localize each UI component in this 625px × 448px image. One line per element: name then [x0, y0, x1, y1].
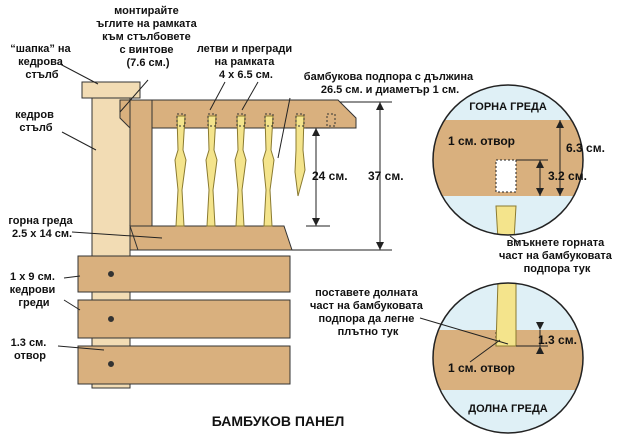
- detail-top-header: ГОРНА ГРЕДА: [469, 101, 547, 113]
- bamboo-stick: [262, 115, 275, 227]
- screw-hole: [108, 271, 114, 277]
- screw-hole: [108, 361, 114, 367]
- detail-bottom-arrows: [536, 322, 544, 354]
- bamboo-stick: [205, 115, 218, 227]
- top-beam-label: горна греда 2.5 x 14 см.: [8, 215, 75, 240]
- dim-37-label: 37 см.: [368, 169, 404, 183]
- cedar-post-label: кедров стълб: [15, 109, 57, 134]
- cedar-beams-label: 1 x 9 см. кедрови греди: [10, 271, 59, 309]
- detail-top-note: вмъкнете горната част на бамбуковата под…: [499, 237, 615, 275]
- bamboo-sticks: [174, 115, 306, 227]
- bamboo-support-label: бамбукова подпора с дължина 26.5 см. и д…: [304, 71, 476, 96]
- detail-top-circle: [432, 84, 584, 236]
- detail-bottom-circle: [432, 282, 584, 434]
- detail-top-dim-63: 6.3 см.: [566, 141, 605, 155]
- detail-top-dim-32: 3.2 см.: [548, 169, 587, 183]
- dim-24-label: 24 см.: [312, 169, 348, 183]
- screw-hole: [108, 316, 114, 322]
- dimension-arrows: [312, 102, 384, 250]
- detail-bottom-hole-label: 1 см. отвор: [448, 361, 515, 375]
- bamboo-stick: [174, 115, 187, 227]
- hole-small-label: 1.3 см. отвор: [11, 337, 50, 362]
- bamboo-stick: [234, 115, 247, 227]
- detail-top-arrows: [536, 120, 564, 196]
- detail-top-hole-label: 1 см. отвор: [448, 134, 515, 148]
- diagram-title: БАМБУКОВ ПАНЕЛ: [212, 413, 345, 429]
- cedar-post: [91, 97, 131, 389]
- detail-bottom-dim-13: 1.3 см.: [538, 333, 577, 347]
- detail-bottom-header: ДОЛНА ГРЕДА: [468, 403, 548, 415]
- leader-lines: [57, 63, 291, 351]
- dimension-lines: [292, 101, 392, 251]
- mount-corners-label: монтирайте ъглите на рамката към стълбов…: [96, 5, 200, 69]
- rail-slots: [176, 113, 336, 127]
- cap-label: “шапка” на кедрова стълб: [10, 43, 73, 81]
- panel-illustration: [77, 81, 357, 389]
- detail-bottom-note: поставете долната част на бамбуковата по…: [310, 287, 426, 338]
- laths-label: летви и прегради на рамката 4 x 6.5 см.: [197, 43, 295, 81]
- post-cap: [81, 81, 141, 99]
- top-beam: [129, 225, 293, 251]
- bamboo-stick: [294, 115, 306, 197]
